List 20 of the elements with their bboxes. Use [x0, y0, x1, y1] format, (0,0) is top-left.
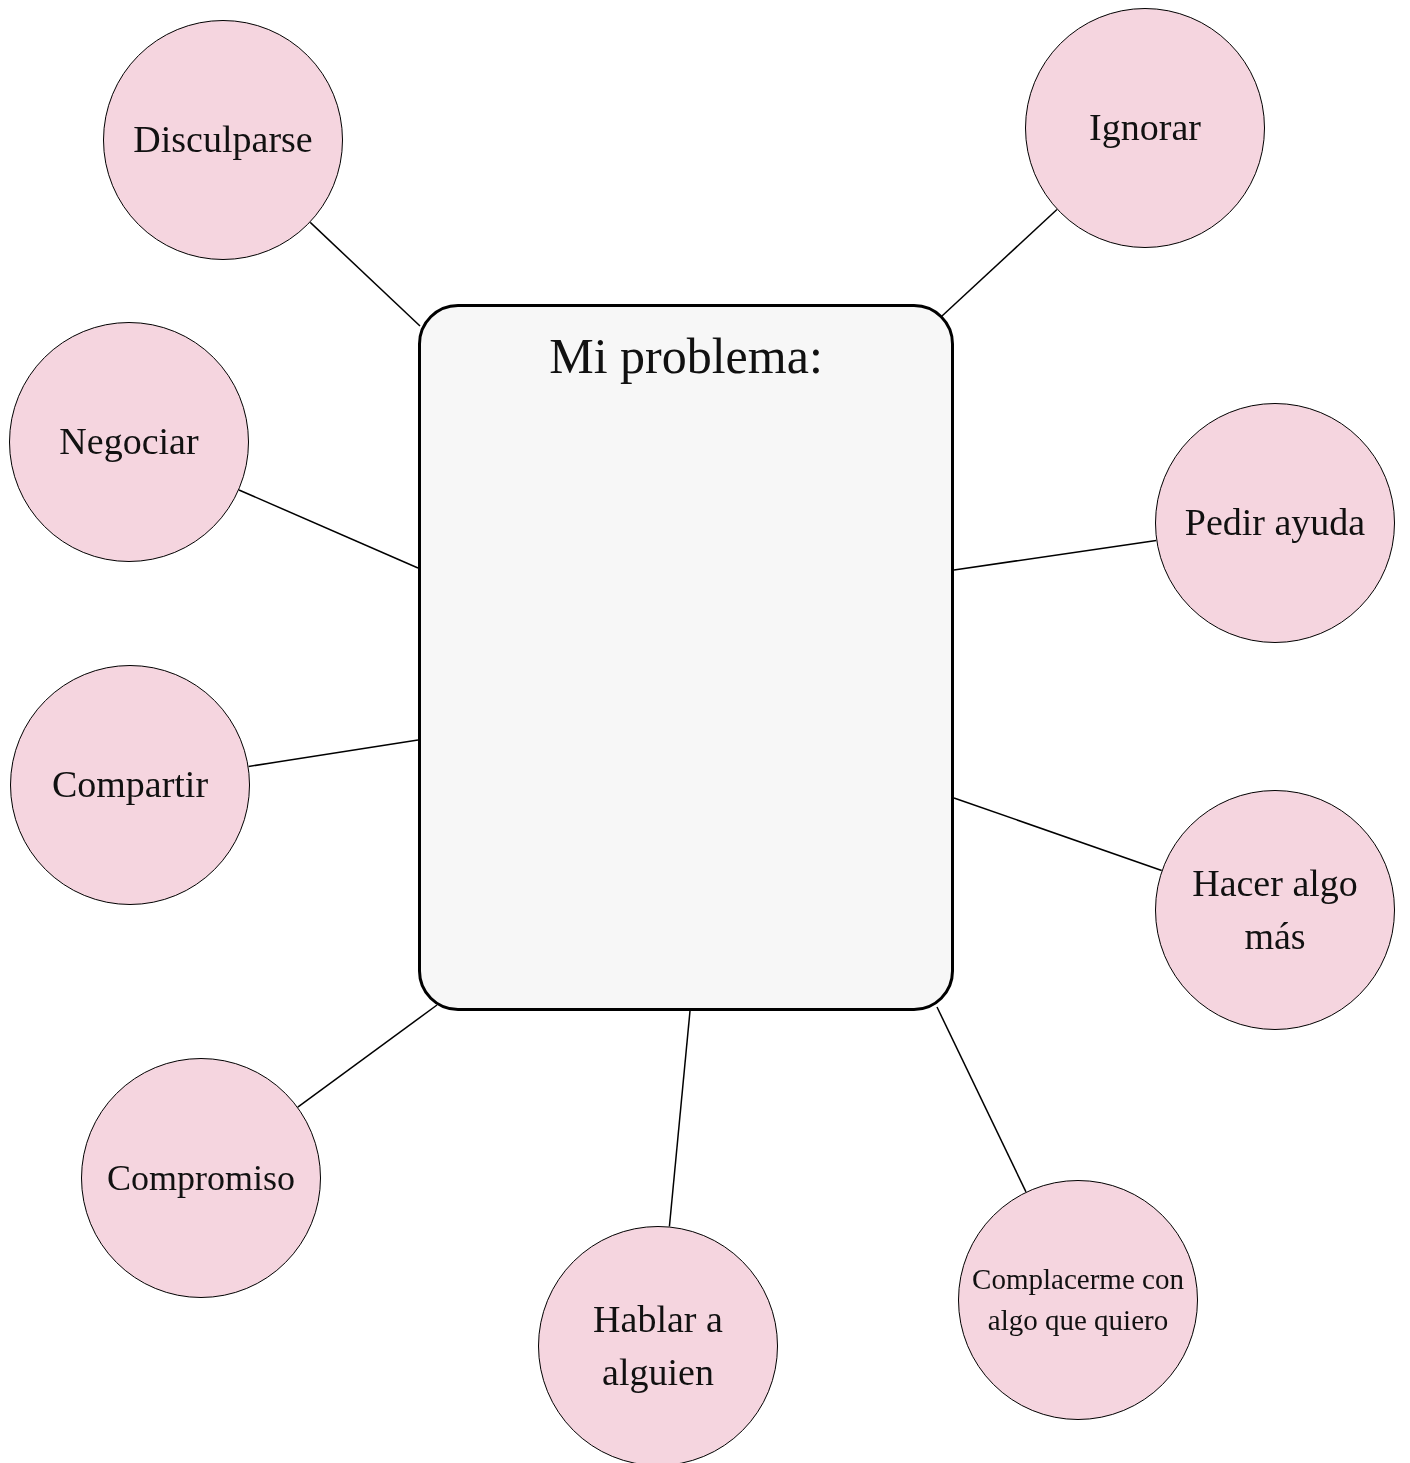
connector-line [297, 1004, 438, 1108]
connector-line [941, 208, 1058, 317]
option-label: Complacerme con algo que quiero [971, 1262, 1185, 1338]
connector-line [953, 539, 1157, 571]
connector-line [668, 1010, 691, 1228]
option-label: Hablar a alguien [592, 1296, 724, 1395]
connector-line [953, 797, 1163, 872]
option-label: Ignorar [1089, 105, 1201, 151]
option-label: Disculparse [133, 117, 313, 163]
connector-line [238, 489, 419, 569]
connector-line [936, 1006, 1027, 1193]
connector-line [309, 221, 421, 327]
connector-line [247, 739, 419, 768]
option-label: Compromiso [107, 1156, 295, 1200]
box-heading: Mi problema: [549, 329, 823, 384]
option-label: Hacer algo más [1191, 860, 1359, 959]
option-label: Compartir [51, 762, 209, 808]
problem-box [418, 304, 954, 1011]
option-label: Negociar [59, 419, 199, 465]
option-label: Pedir ayuda [1184, 500, 1366, 546]
